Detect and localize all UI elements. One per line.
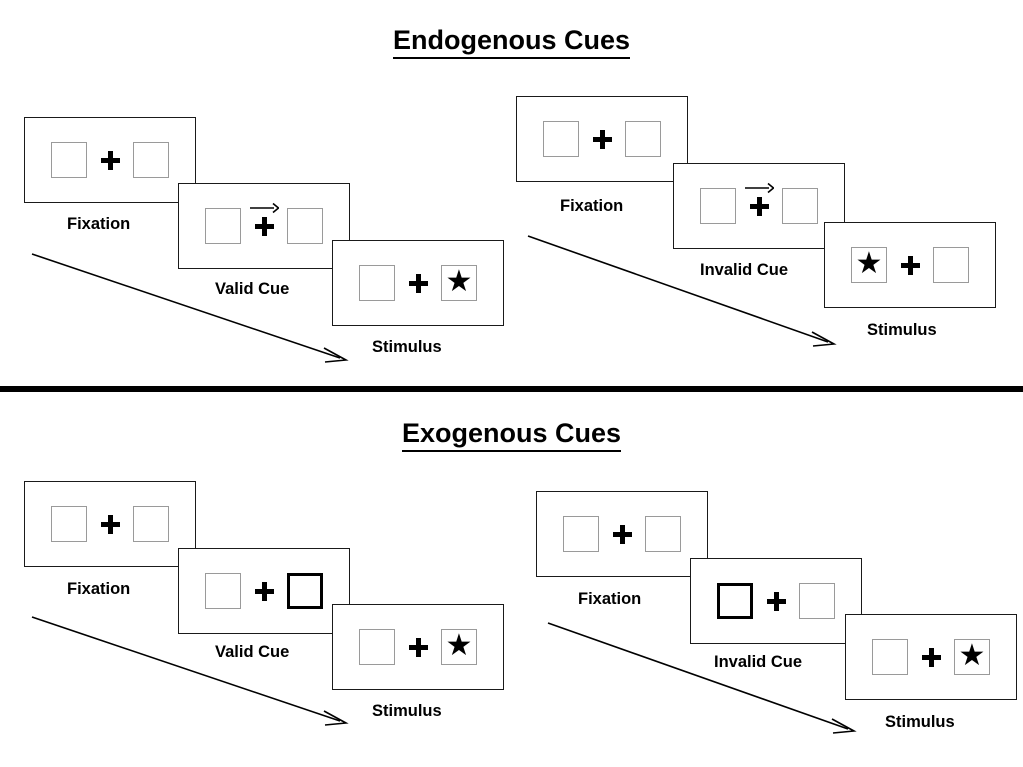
section-title-endogenous-text: Endogenous Cues (392, 25, 630, 59)
right-box (933, 247, 969, 283)
right-box (133, 142, 169, 178)
left-box (51, 142, 87, 178)
star-stimulus-icon: ★ (445, 265, 473, 298)
fixation-cross-icon (612, 524, 632, 544)
panel-content (717, 583, 835, 619)
left-box (359, 629, 395, 665)
fixation-cross-wrap (98, 514, 122, 534)
caption-exogenous-valid-cue: Valid Cue (215, 643, 290, 661)
caption-endogenous-valid-fixation: Fixation (67, 215, 131, 233)
section-divider (0, 386, 1023, 392)
caption-exogenous-valid-stimulus: Stimulus (372, 702, 442, 720)
right-arrow-cue-icon (745, 182, 774, 193)
panel-endogenous-valid-cue[interactable] (178, 183, 350, 269)
panel-content: ★ (872, 639, 990, 675)
right-box-cued (287, 573, 323, 609)
fixation-cross-icon (254, 216, 274, 236)
right-box (133, 506, 169, 542)
right-box (625, 121, 661, 157)
right-box (799, 583, 835, 619)
left-box (872, 639, 908, 675)
panel-content (51, 506, 169, 542)
caption-endogenous-invalid-stimulus: Stimulus (867, 321, 937, 339)
fixation-cross-wrap (764, 591, 788, 611)
panel-content: ★ (851, 247, 969, 283)
fixation-cross-icon (900, 255, 920, 275)
fixation-cross-wrap (590, 129, 614, 149)
fixation-cross-wrap (898, 255, 922, 275)
fixation-cross-icon (254, 581, 274, 601)
panel-endogenous-valid-fixation[interactable] (24, 117, 196, 203)
fixation-cross-wrap (745, 182, 774, 216)
fixation-cross-icon (749, 196, 769, 216)
panel-endogenous-invalid-stimulus[interactable]: ★ (824, 222, 996, 308)
panel-exogenous-invalid-stimulus[interactable]: ★ (845, 614, 1017, 700)
caption-exogenous-invalid-stimulus: Stimulus (885, 713, 955, 731)
panel-exogenous-invalid-fixation[interactable] (536, 491, 708, 577)
star-stimulus-icon: ★ (855, 247, 883, 280)
time-arrow-exogenous-valid (31, 616, 349, 726)
fixation-cross-icon (100, 514, 120, 534)
right-box-with-stimulus: ★ (441, 265, 477, 301)
time-arrow-endogenous-invalid (527, 235, 837, 347)
time-arrow-endogenous-valid (31, 253, 349, 363)
left-box (205, 573, 241, 609)
fixation-cross-wrap (406, 273, 430, 293)
caption-exogenous-invalid-fixation: Fixation (578, 590, 642, 608)
section-title-exogenous: Exogenous Cues (0, 418, 1023, 452)
star-stimulus-icon: ★ (445, 629, 473, 662)
fixation-cross-icon (592, 129, 612, 149)
right-box-with-stimulus: ★ (954, 639, 990, 675)
section-title-exogenous-text: Exogenous Cues (401, 418, 622, 452)
left-box-cued (717, 583, 753, 619)
panel-exogenous-valid-cue[interactable] (178, 548, 350, 634)
right-arrow-cue-icon (250, 202, 279, 213)
panel-exogenous-valid-stimulus[interactable]: ★ (332, 604, 504, 690)
left-box (205, 208, 241, 244)
caption-endogenous-invalid-fixation: Fixation (560, 197, 624, 215)
caption-endogenous-invalid-cue: Invalid Cue (700, 261, 789, 279)
panel-content: ★ (359, 265, 477, 301)
panel-exogenous-valid-fixation[interactable] (24, 481, 196, 567)
fixation-cross-wrap (98, 150, 122, 170)
fixation-cross-wrap (406, 637, 430, 657)
panel-content (563, 516, 681, 552)
fixation-cross-icon (408, 273, 428, 293)
right-box (782, 188, 818, 224)
left-box (543, 121, 579, 157)
star-stimulus-icon: ★ (958, 639, 986, 672)
panel-endogenous-invalid-fixation[interactable] (516, 96, 688, 182)
left-box-with-stimulus: ★ (851, 247, 887, 283)
caption-endogenous-valid-stimulus: Stimulus (372, 338, 442, 356)
fixation-cross-wrap (610, 524, 634, 544)
right-box (287, 208, 323, 244)
fixation-cross-icon (408, 637, 428, 657)
fixation-cross-wrap (252, 581, 276, 601)
panel-content (205, 202, 323, 244)
left-box (359, 265, 395, 301)
panel-content: ★ (359, 629, 477, 665)
panel-endogenous-valid-stimulus[interactable]: ★ (332, 240, 504, 326)
panel-content (700, 182, 818, 224)
fixation-cross-wrap (250, 202, 279, 236)
caption-exogenous-valid-fixation: Fixation (67, 580, 131, 598)
fixation-cross-wrap (919, 647, 943, 667)
panel-endogenous-invalid-cue[interactable] (673, 163, 845, 249)
panel-exogenous-invalid-cue[interactable] (690, 558, 862, 644)
caption-endogenous-valid-cue: Valid Cue (215, 280, 290, 298)
right-box-with-stimulus: ★ (441, 629, 477, 665)
left-box (700, 188, 736, 224)
time-arrow-exogenous-invalid-line (547, 622, 857, 734)
fixation-cross-icon (921, 647, 941, 667)
caption-exogenous-invalid-cue: Invalid Cue (714, 653, 803, 671)
left-box (563, 516, 599, 552)
panel-content (543, 121, 661, 157)
panel-content (51, 142, 169, 178)
panel-content (205, 573, 323, 609)
fixation-cross-icon (100, 150, 120, 170)
fixation-cross-icon (766, 591, 786, 611)
left-box (51, 506, 87, 542)
right-box (645, 516, 681, 552)
section-title-endogenous: Endogenous Cues (0, 25, 1023, 59)
